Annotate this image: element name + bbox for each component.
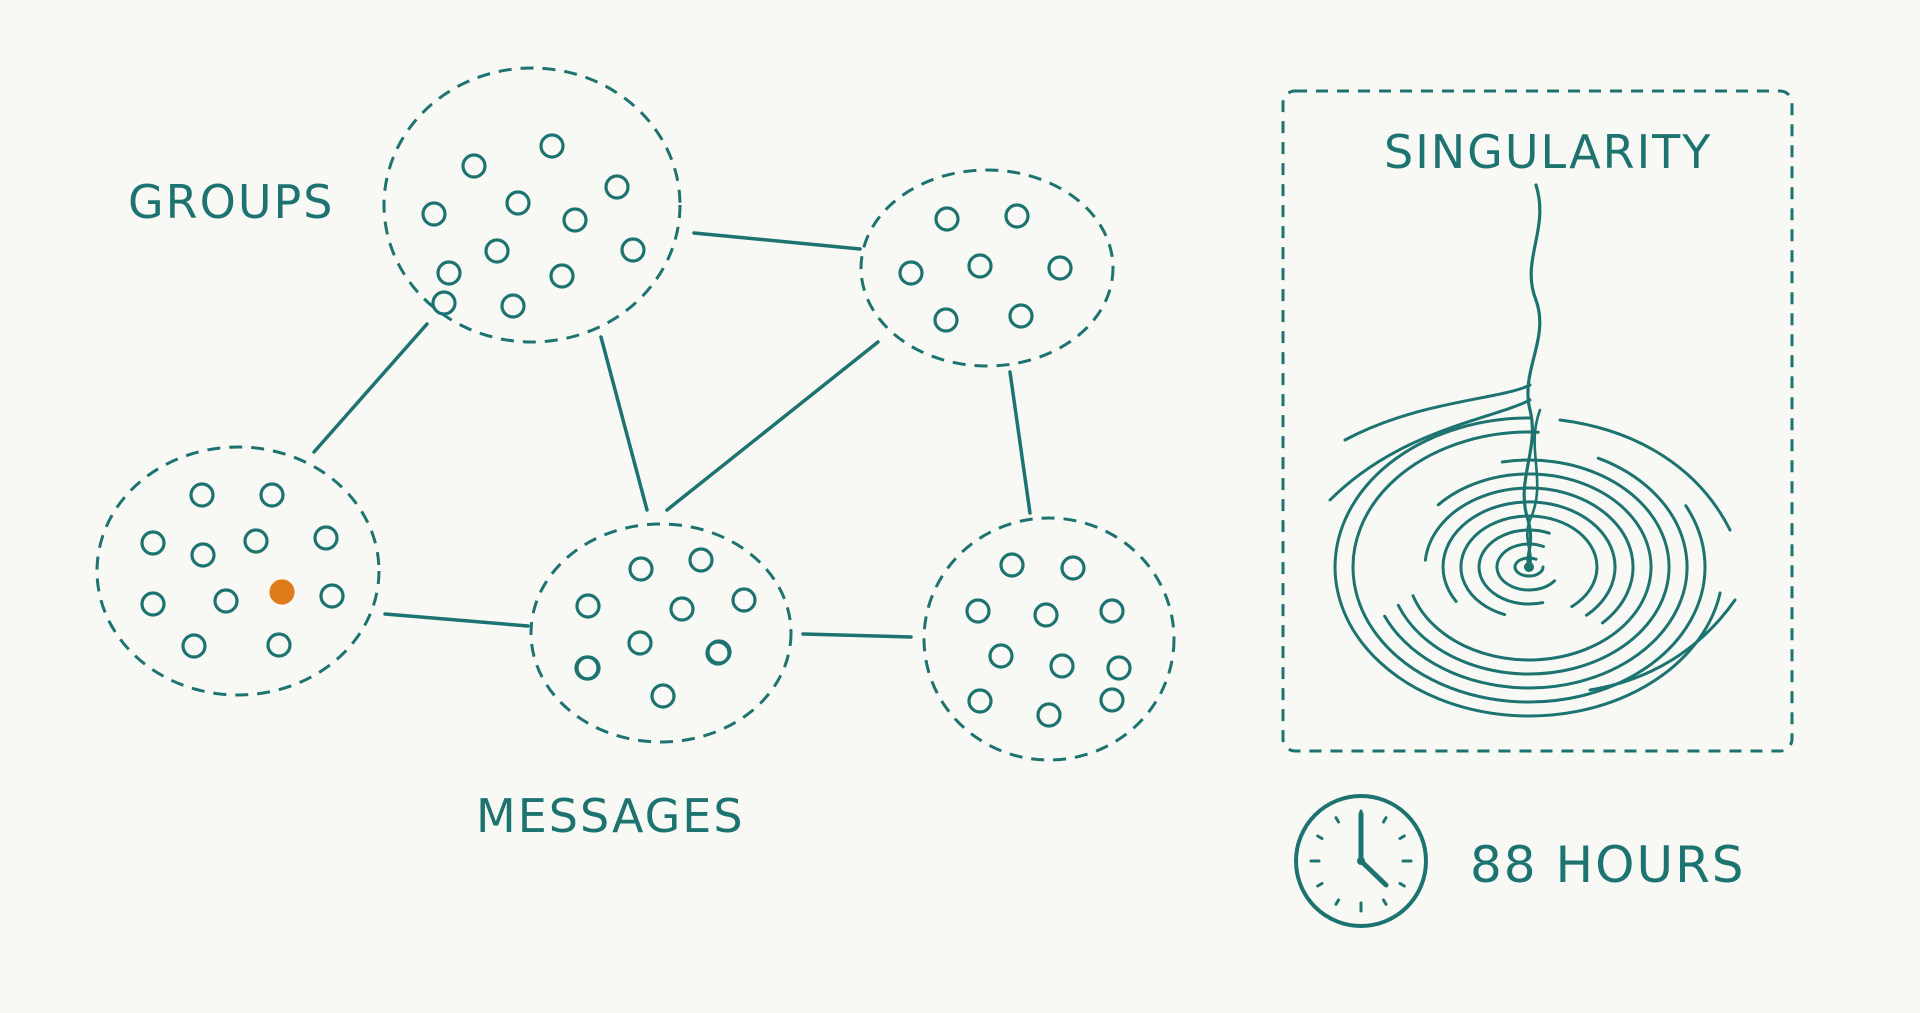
highlighted-member (269, 579, 295, 605)
group-member (999, 552, 1025, 578)
group-member (1033, 602, 1059, 628)
group-member (431, 290, 457, 316)
group-member (965, 598, 991, 624)
group-cluster (859, 168, 1115, 368)
link-line (665, 340, 880, 512)
group-member (539, 133, 565, 159)
group-member (1004, 203, 1030, 229)
group-member (705, 640, 731, 666)
group-member (575, 593, 601, 619)
group-member (313, 525, 339, 551)
group-member (628, 556, 654, 582)
group-member (421, 201, 447, 227)
group-member (505, 190, 531, 216)
group-cluster (922, 516, 1176, 762)
group-member (627, 630, 653, 656)
group-member (575, 655, 601, 681)
group-member (484, 238, 510, 264)
group-cluster (95, 445, 381, 697)
link-line (599, 335, 649, 512)
singularity-panel: SINGULARITY (1281, 89, 1794, 753)
group-member (1099, 598, 1125, 624)
group-member (436, 260, 462, 286)
group-member (650, 683, 676, 709)
group-member (562, 207, 588, 233)
group-member (669, 596, 695, 622)
group-member (988, 643, 1014, 669)
group-member (731, 587, 757, 613)
messages-label: MESSAGES (476, 789, 745, 843)
group-member (319, 583, 345, 609)
spiral-vortex-icon (1328, 183, 1737, 718)
group-member (898, 260, 924, 286)
link-line (1008, 370, 1032, 515)
group-member (1047, 255, 1073, 281)
clusters-layer (95, 66, 1176, 762)
group-member (620, 237, 646, 263)
group-member (243, 528, 269, 554)
group-boundary (382, 66, 682, 344)
group-member (1049, 653, 1075, 679)
group-member (934, 206, 960, 232)
link-line (692, 231, 862, 251)
group-member (189, 482, 215, 508)
group-boundary (95, 445, 381, 697)
duration-label: 88 HOURS (1470, 836, 1746, 894)
group-member (967, 688, 993, 714)
group-member (1099, 687, 1125, 713)
groups-label: GROUPS (128, 175, 334, 229)
group-member (213, 588, 239, 614)
group-member (190, 542, 216, 568)
group-cluster (529, 522, 793, 744)
group-member (500, 293, 526, 319)
singularity-label: SINGULARITY (1384, 125, 1712, 179)
group-member (549, 263, 575, 289)
link-line (312, 322, 429, 454)
group-member (1106, 655, 1132, 681)
group-member (967, 253, 993, 279)
group-member (181, 633, 207, 659)
group-member (140, 530, 166, 556)
clock-icon (1294, 794, 1428, 928)
group-boundary (922, 516, 1176, 762)
group-member (1008, 303, 1034, 329)
group-member (259, 482, 285, 508)
group-member (688, 547, 714, 573)
link-line (383, 612, 530, 628)
group-member (140, 591, 166, 617)
group-boundary (529, 522, 793, 744)
group-member (1060, 555, 1086, 581)
links-layer (312, 231, 1032, 639)
group-member (933, 307, 959, 333)
group-member (1036, 702, 1062, 728)
group-member (604, 174, 630, 200)
group-cluster (382, 66, 682, 344)
group-member (461, 153, 487, 179)
group-boundary (859, 168, 1115, 368)
group-member (266, 632, 292, 658)
singularity-frame (1281, 89, 1794, 753)
link-line (801, 632, 913, 639)
